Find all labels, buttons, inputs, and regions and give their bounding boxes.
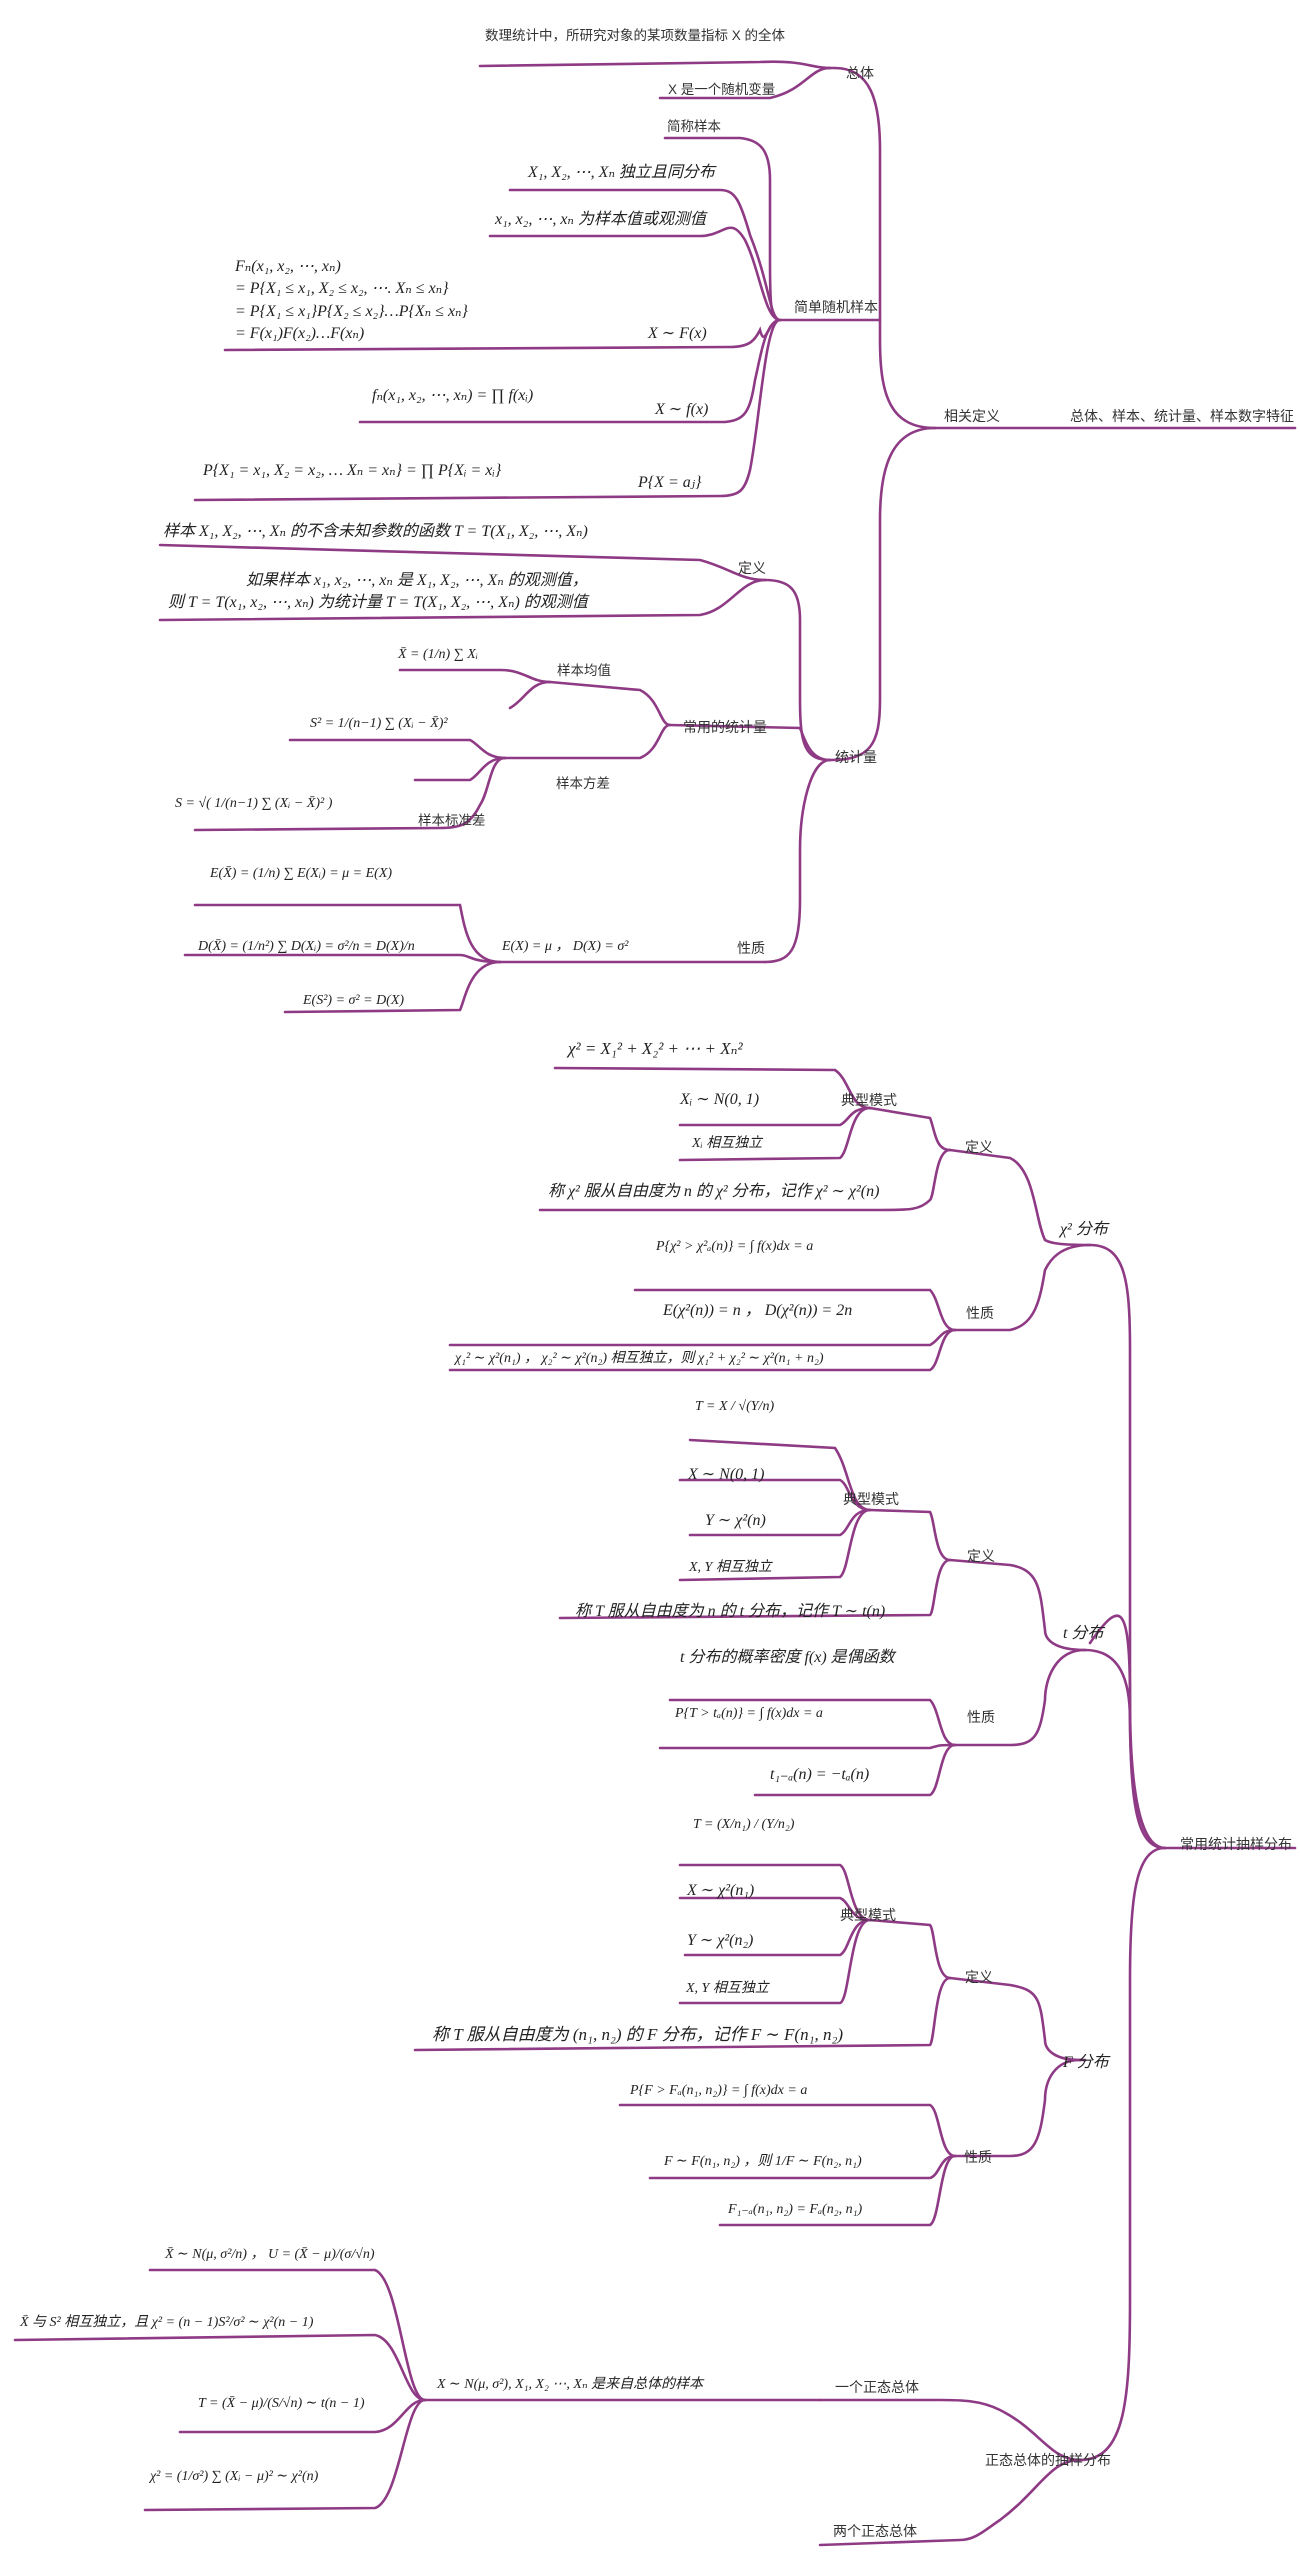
- one-normal-population-node[interactable]: 一个正态总体: [835, 2379, 919, 2395]
- property-mean-formula: E(X̄) = (1/n) ∑ E(Xᵢ) = μ = E(X): [210, 866, 393, 881]
- normal-result-1: X̄ ∼ N(μ, σ²/n) ， U = (X̄ − μ)/(σ/√n): [165, 2247, 375, 2262]
- sample-sd-node: 样本标准差: [418, 813, 486, 828]
- f-formula-3: Y ∼ χ²(n₂): [687, 1932, 754, 1949]
- f-typical-node[interactable]: 典型模式: [840, 1907, 896, 1923]
- iid-formula: X₁, X₂, ⋯, Xₙ 独立且同分布: [528, 164, 715, 181]
- chi-square-node[interactable]: χ² 分布: [1060, 1221, 1108, 1238]
- joint-pmf-formula: P{X₁ = x₁, X₂ = x₂, … Xₙ = xₙ} = ∏ P{Xᵢ …: [203, 462, 502, 479]
- common-statistics-node[interactable]: 常用的统计量: [683, 719, 767, 735]
- f-definition-node[interactable]: 定义: [965, 1969, 993, 1985]
- t-property-2: P{T > tₐ(n)} = ∫ f(x)dx = a: [675, 1706, 823, 1721]
- statistic-definition-node[interactable]: 定义: [738, 560, 766, 576]
- chi-typical-node[interactable]: 典型模式: [841, 1092, 897, 1108]
- normal-result-4: χ² = (1/σ²) ∑ (Xᵢ − μ)² ∼ χ²(n): [150, 2469, 319, 2484]
- related-definitions-node[interactable]: 相关定义: [944, 408, 1000, 424]
- chi-property-2: E(χ²(n)) = n ， D(χ²(n)) = 2n: [663, 1302, 853, 1319]
- property-node[interactable]: 性质: [737, 940, 765, 956]
- f-called: 称 T 服从自由度为 (n₁, n₂) 的 F 分布，记作 F ∼ F(n₁, …: [432, 2025, 844, 2044]
- sample-sd-formula: S = √( 1/(n−1) ∑ (Xᵢ − X̄)² ): [175, 796, 333, 811]
- t-distribution-node[interactable]: t 分布: [1063, 1625, 1104, 1642]
- normal-result-3: T = (X̄ − μ)/(S/√n) ∼ t(n − 1): [198, 2396, 365, 2411]
- property-head-formula: E(X) = μ ， D(X) = σ²: [502, 939, 629, 954]
- joint-pdf-formula: fₙ(x₁, x₂, ⋯, xₙ) = ∏ f(xᵢ): [372, 387, 534, 404]
- population-description: 数理统计中，所研究对象的某项数量指标 X 的全体: [485, 28, 786, 43]
- sampling-distributions-node[interactable]: 常用统计抽样分布: [1180, 1836, 1292, 1852]
- t-property-3: t₁₋ₐ(n) = −tₐ(n): [770, 1766, 870, 1783]
- t-formula-1: T = X / √(Y/n): [695, 1399, 775, 1414]
- chi-formula-3: Xᵢ 相互独立: [692, 1136, 763, 1151]
- random-variable-node: X 是一个随机变量: [668, 82, 776, 97]
- normal-head-formula: X ∼ N(μ, σ²), X₁, X₂ ⋯, Xₙ 是来自总体的样本: [437, 2377, 704, 2392]
- x-pdf-formula: X ∼ f(x): [655, 401, 709, 418]
- root-node[interactable]: 总体、样本、统计量、样本数字特征: [1070, 408, 1294, 424]
- sample-variance-formula: S² = 1/(n−1) ∑ (Xᵢ − X̄)²: [310, 716, 448, 731]
- statistic-definition-1: 样本 X₁, X₂, ⋯, Xₙ 的不含未知参数的函数 T = T(X₁, X₂…: [163, 523, 588, 540]
- f-formula-1: T = (X/n₁) / (Y/n₂): [693, 1817, 795, 1832]
- sample-variance-node: 样本方差: [556, 776, 610, 791]
- chi-property-node[interactable]: 性质: [966, 1305, 994, 1321]
- t-definition-node[interactable]: 定义: [967, 1548, 995, 1564]
- chi-called: 称 χ² 服从自由度为 n 的 χ² 分布，记作 χ² ∼ χ²(n): [548, 1183, 880, 1200]
- chi-property-1: P{χ² > χ²ₐ(n)} = ∫ f(x)dx = a: [656, 1239, 814, 1254]
- two-normal-populations-node[interactable]: 两个正态总体: [833, 2523, 917, 2539]
- t-called: 称 T 服从自由度为 n 的 t 分布，记作 T ∼ t(n): [575, 1603, 886, 1620]
- f-formula-2: X ∼ χ²(n₁): [687, 1882, 755, 1899]
- sample-mean-formula: X̄ = (1/n) ∑ Xᵢ: [398, 647, 478, 662]
- t-formula-2: X ∼ N(0, 1): [688, 1466, 765, 1483]
- statistic-definition-2: 如果样本 x₁, x₂, ⋯, xₙ 是 X₁, X₂, ⋯, Xₙ 的观测值，…: [168, 572, 588, 612]
- t-property-1: t 分布的概率密度 f(x) 是偶函数: [680, 1649, 895, 1666]
- joint-cdf-formula: Fₙ(x₁, x₂, ⋯, xₙ) = P{X₁ ≤ x₁, X₂ ≤ x₂, …: [235, 258, 468, 343]
- simple-random-sample-node[interactable]: 简单随机样本: [794, 299, 878, 315]
- chi-formula-2: Xᵢ ∼ N(0, 1): [680, 1091, 760, 1108]
- sample-mean-node: 样本均值: [557, 663, 611, 678]
- observation-formula: x₁, x₂, ⋯, xₙ 为样本值或观测值: [495, 211, 706, 228]
- t-typical-node[interactable]: 典型模式: [843, 1491, 899, 1507]
- property-s2-formula: E(S²) = σ² = D(X): [303, 993, 405, 1008]
- normal-result-2: X̄ 与 S² 相互独立，且 χ² = (n − 1)S²/σ² ∼ χ²(n …: [20, 2315, 314, 2330]
- t-formula-3: Y ∼ χ²(n): [705, 1512, 766, 1529]
- sample-short-node: 简称样本: [667, 119, 721, 134]
- x-cdf-formula: X ∼ F(x): [648, 325, 707, 342]
- chi-formula-1: χ² = X₁² + X₂² + ⋯ + Xₙ²: [568, 1039, 743, 1058]
- x-pmf-formula: P{X = aⱼ}: [638, 474, 702, 491]
- f-property-node[interactable]: 性质: [964, 2149, 992, 2165]
- chi-property-3: χ₁² ∼ χ²(n₁) ， χ₂² ∼ χ²(n₂) 相互独立，则 χ₁² +…: [455, 1351, 824, 1366]
- property-var-formula: D(X̄) = (1/n²) ∑ D(Xᵢ) = σ²/n = D(X)/n: [198, 939, 415, 954]
- f-distribution-node[interactable]: F 分布: [1063, 2054, 1109, 2071]
- f-property-2: F ∼ F(n₁, n₂) ，则 1/F ∼ F(n₂, n₁): [664, 2154, 862, 2169]
- f-property-3: F₁₋ₐ(n₁, n₂) = Fₐ(n₂, n₁): [728, 2202, 863, 2217]
- f-formula-4: X, Y 相互独立: [686, 1981, 769, 1996]
- t-formula-4: X, Y 相互独立: [689, 1560, 772, 1575]
- chi-definition-node[interactable]: 定义: [965, 1139, 993, 1155]
- population-node[interactable]: 总体: [846, 65, 874, 81]
- statistic-node[interactable]: 统计量: [835, 749, 877, 765]
- normal-sampling-node[interactable]: 正态总体的抽样分布: [985, 2452, 1111, 2468]
- f-property-1: P{F > Fₐ(n₁, n₂)} = ∫ f(x)dx = a: [630, 2083, 808, 2098]
- t-property-node[interactable]: 性质: [967, 1709, 995, 1725]
